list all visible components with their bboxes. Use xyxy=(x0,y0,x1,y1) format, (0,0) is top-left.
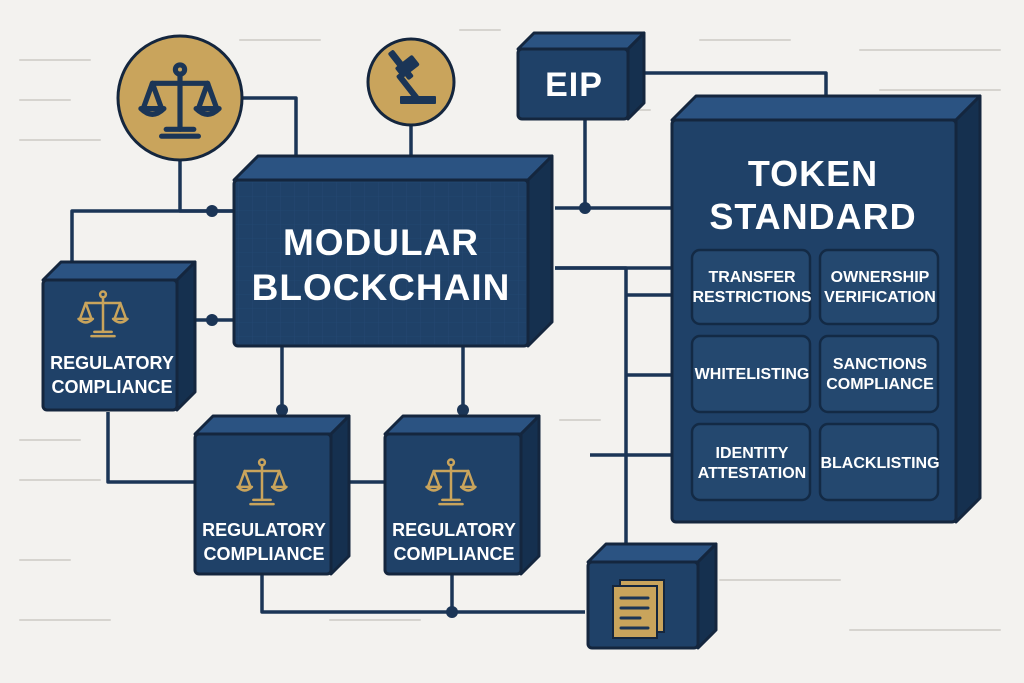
modular-blockchain-box xyxy=(232,154,554,348)
token-cell-sanctions-compliance xyxy=(818,334,940,414)
regulatory-compliance-left-box xyxy=(41,260,197,412)
regulatory-compliance-bottom-2-box xyxy=(383,414,541,576)
regulatory-compliance-bottom-1-box xyxy=(193,414,351,576)
document-icon xyxy=(612,579,665,639)
connector-lines xyxy=(70,71,828,614)
token-cell-blacklisting xyxy=(818,422,940,502)
node-boxes xyxy=(41,31,982,650)
junction-dots xyxy=(206,202,591,618)
scales-icon xyxy=(116,34,244,162)
token-standard-box xyxy=(670,94,982,524)
token-cell-whitelisting xyxy=(690,334,812,414)
token-cell-transfer-restrictions xyxy=(690,248,812,326)
gavel-icon xyxy=(366,37,456,127)
eip-box xyxy=(516,31,646,121)
token-cell-identity-attestation xyxy=(690,422,812,502)
token-cell-ownership-verification xyxy=(818,248,940,326)
